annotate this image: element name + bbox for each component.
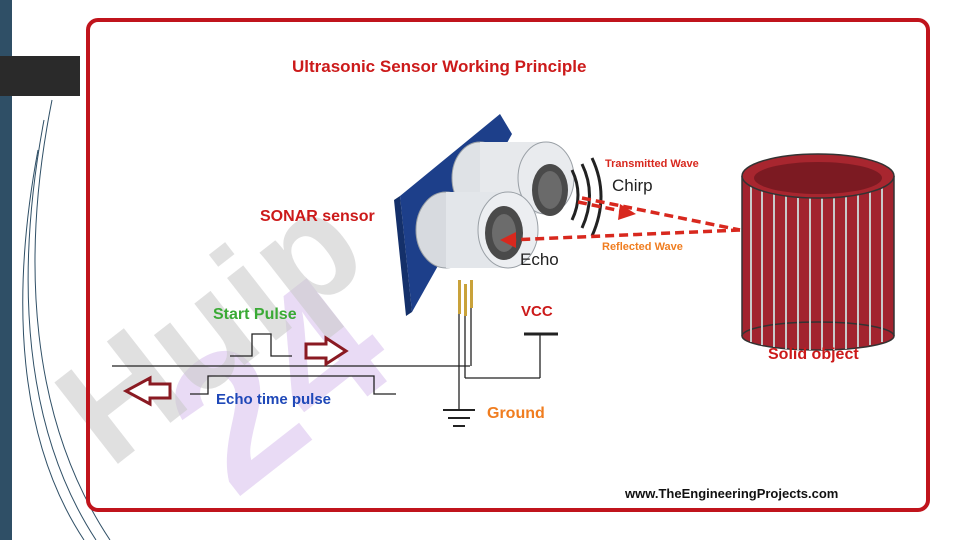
transmitted-arrowhead <box>618 204 636 220</box>
echo-label: Echo <box>520 250 559 269</box>
solid-object-label: Solid object <box>768 346 859 363</box>
vcc-label: VCC <box>521 303 553 320</box>
start-pulse-arrow <box>304 335 349 367</box>
diagram-border <box>86 18 930 512</box>
ground-label: Ground <box>487 405 545 422</box>
slide-left-bar <box>0 0 12 540</box>
solid-object <box>741 153 895 351</box>
slide-decor-curves <box>22 99 111 540</box>
sonar-sensor <box>394 114 575 316</box>
start-pulse-wave <box>230 333 292 357</box>
transmitted-wave-label: Transmitted Wave <box>605 158 699 170</box>
sound-waves <box>570 157 603 237</box>
reflected-arrowhead <box>500 232 516 248</box>
echo-pulse-arrow <box>122 375 172 407</box>
wave-arrows <box>500 196 741 248</box>
start-pulse-label: Start Pulse <box>213 306 297 323</box>
slide-dark-tab <box>0 56 80 96</box>
reflected-wave-label: Reflected Wave <box>602 241 683 253</box>
website-link[interactable]: www.TheEngineeringProjects.com <box>625 486 839 501</box>
echo-pulse-wave <box>190 375 396 395</box>
diagram-title: Ultrasonic Sensor Working Principle <box>292 57 587 76</box>
wiring <box>112 308 558 427</box>
sonar-sensor-label: SONAR sensor <box>260 208 375 225</box>
echo-time-pulse-label: Echo time pulse <box>216 391 332 408</box>
chirp-label: Chirp <box>612 176 653 195</box>
